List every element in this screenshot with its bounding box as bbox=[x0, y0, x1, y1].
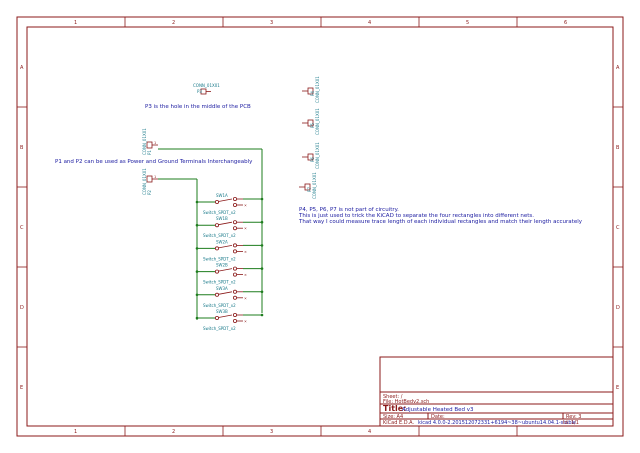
switch-ref: SW2B bbox=[216, 263, 228, 268]
connector-ref: P7 bbox=[307, 187, 312, 192]
col-label: 3 bbox=[270, 429, 273, 435]
connector-p2[interactable]: 1 CONN_01X01 P2 bbox=[142, 168, 158, 195]
connector-value: CONN_01X01 bbox=[312, 172, 317, 199]
row-label: A bbox=[20, 65, 24, 71]
connector-p7[interactable]: CONN_01X01 P7 bbox=[299, 172, 317, 199]
col-label: 4 bbox=[368, 429, 371, 435]
switch-sw1b[interactable]: × SW1B Switch_SPDT_x2 bbox=[195, 216, 264, 238]
title-block-rev: Rev: 3 bbox=[566, 414, 581, 420]
title-block: Sheet: / File: HotBedv2.sch Title: Adjus… bbox=[379, 356, 614, 427]
row-label: D bbox=[20, 305, 24, 311]
col-label: 2 bbox=[172, 20, 175, 26]
col-label: 6 bbox=[564, 20, 567, 26]
connector-p4[interactable]: CONN_01X01 P4 bbox=[302, 76, 320, 103]
row-label: B bbox=[616, 145, 620, 151]
switch-value: Switch_SPDT_x2 bbox=[203, 326, 236, 331]
note-circuitry-1: P4, P5, P6, P7 is not part of circuitry. bbox=[299, 207, 399, 213]
switch-value: Switch_SPDT_x2 bbox=[203, 233, 236, 238]
row-label: E bbox=[616, 385, 619, 391]
switch-sw3a[interactable]: × SW3A Switch_SPDT_x2 bbox=[195, 286, 264, 308]
row-label: E bbox=[20, 385, 23, 391]
connector-p3[interactable]: CONN_01X01 P3 bbox=[193, 83, 220, 95]
switch-stack: ×SW1ASwitch_SPDT_x2×SW1BSwitch_SPDT_x2×S… bbox=[195, 193, 264, 331]
switch-sw2b[interactable]: × SW2B Switch_SPDT_x2 bbox=[195, 263, 264, 285]
connector-p1[interactable]: 1 CONN_01X01 P1 bbox=[142, 128, 158, 155]
switch-ref: SW1A bbox=[216, 193, 228, 198]
svg-text:×: × bbox=[244, 320, 247, 324]
inner-frame bbox=[26, 26, 614, 427]
row-label: B bbox=[20, 145, 24, 151]
note-terminals: P1 and P2 can be used as Power and Groun… bbox=[55, 159, 253, 165]
title-block-title-label: Title: bbox=[383, 404, 406, 413]
title-block-date: Date: bbox=[431, 414, 445, 420]
note-circuitry-2: This is just used to trick the KiCAD to … bbox=[298, 213, 534, 219]
connector-value: CONN_01X01 bbox=[315, 108, 320, 135]
connector-ref: P6 bbox=[310, 157, 315, 162]
connector-value: CONN_01X01 bbox=[193, 83, 220, 88]
connector-value: CONN_01X01 bbox=[315, 76, 320, 103]
switch-ref: SW2A bbox=[216, 239, 228, 244]
col-label: 1 bbox=[74, 20, 77, 26]
switch-sw2a[interactable]: × SW2A Switch_SPDT_x2 bbox=[195, 239, 264, 261]
column-ticks bbox=[124, 17, 518, 436]
svg-text:1: 1 bbox=[154, 175, 156, 179]
col-label: 4 bbox=[368, 20, 371, 26]
row-ticks bbox=[17, 106, 623, 348]
connector-ref: P2 bbox=[147, 190, 152, 195]
col-label: 3 bbox=[270, 20, 273, 26]
title-block-sheet: Sheet: / bbox=[383, 394, 403, 400]
col-label: 5 bbox=[466, 20, 469, 26]
column-labels: 1 2 3 4 5 6 1 2 3 4 bbox=[74, 20, 567, 435]
svg-text:1: 1 bbox=[154, 141, 156, 145]
note-circuitry-3: That way I could measure trace length of… bbox=[298, 219, 583, 225]
svg-text:×: × bbox=[244, 227, 247, 231]
title-block-title-value: Adjustable Heated Bed v3 bbox=[402, 407, 474, 413]
switch-ref: SW3B bbox=[216, 309, 228, 314]
switch-sw1a[interactable]: × SW1A Switch_SPDT_x2 bbox=[195, 193, 264, 215]
connector-value: CONN_01X01 bbox=[142, 168, 147, 195]
switch-value: Switch_SPDT_x2 bbox=[203, 303, 236, 308]
switch-sw3b[interactable]: × SW3B Switch_SPDT_x2 bbox=[195, 309, 264, 331]
connector-ref: P1 bbox=[147, 150, 152, 155]
row-label: D bbox=[616, 305, 620, 311]
svg-text:×: × bbox=[244, 204, 247, 208]
row-labels: A B C D E A B C D E bbox=[20, 65, 620, 391]
connector-ref: P5 bbox=[310, 123, 315, 128]
col-label: 2 bbox=[172, 429, 175, 435]
col-label: 1 bbox=[74, 429, 77, 435]
switch-value: Switch_SPDT_x2 bbox=[203, 256, 236, 261]
connector-p6[interactable]: CONN_01X01 P6 bbox=[302, 142, 320, 169]
switch-ref: SW1B bbox=[216, 216, 228, 221]
svg-text:×: × bbox=[244, 296, 247, 300]
outer-frame bbox=[16, 16, 624, 437]
row-label: C bbox=[616, 225, 620, 231]
connector-value: CONN_01X01 bbox=[142, 128, 147, 155]
row-label: A bbox=[616, 65, 620, 71]
title-block-size: Size: A4 bbox=[383, 414, 403, 420]
title-block-tool: KiCad E.D.A. bbox=[383, 420, 415, 426]
connector-p5[interactable]: CONN_01X01 P5 bbox=[302, 108, 320, 135]
note-hole: P3 is the hole in the middle of the PCB bbox=[145, 104, 251, 110]
connector-value: CONN_01X01 bbox=[315, 142, 320, 169]
svg-text:×: × bbox=[244, 250, 247, 254]
title-block-file: File: HotBedv2.sch bbox=[383, 399, 429, 405]
title-block-id: Id: 1/1 bbox=[563, 420, 579, 426]
switch-ref: SW3A bbox=[216, 286, 228, 291]
connector-ref: P4 bbox=[310, 91, 315, 96]
title-block-tool-value: kicad 4.0.0-2.201512072331+6194~38~ubunt… bbox=[418, 420, 576, 426]
row-label: C bbox=[20, 225, 24, 231]
connector-ref: P3 bbox=[197, 89, 202, 94]
switch-value: Switch_SPDT_x2 bbox=[203, 210, 236, 215]
switch-value: Switch_SPDT_x2 bbox=[203, 280, 236, 285]
svg-text:×: × bbox=[244, 273, 247, 277]
